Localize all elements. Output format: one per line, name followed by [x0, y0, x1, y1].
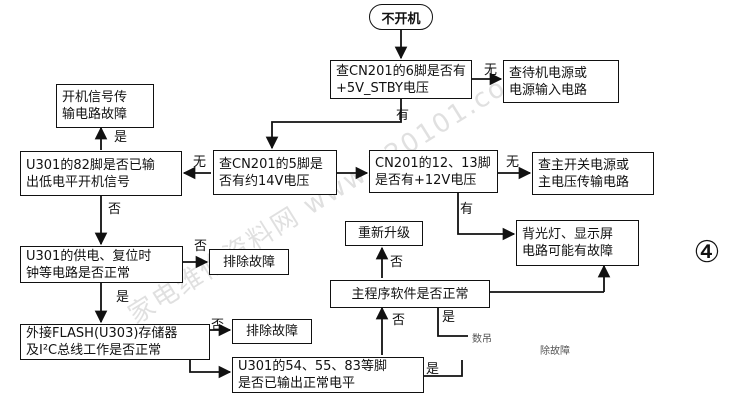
label-b15-yes: 是	[426, 362, 440, 377]
label-b4-no: 否	[108, 202, 122, 217]
box-reflash: 重新升级	[345, 221, 423, 246]
label-b13-no: 否	[211, 318, 225, 333]
arrow-b13-to-b15	[189, 360, 232, 379]
arrow-b1-to-b5	[265, 99, 402, 150]
label-b8-no: 否	[194, 239, 208, 254]
box-backlight-panel-fault: 背光灯、显示屏 电路可能有故障	[516, 220, 639, 266]
arrow-b6-to-b11	[457, 193, 516, 241]
box-troubleshoot-2: 排除故障	[232, 319, 312, 344]
label-b15-no: 否	[392, 313, 406, 328]
fragment-blurred-1: 数吊	[472, 334, 492, 345]
line-b15-yes	[424, 360, 463, 377]
label-b12-no: 否	[390, 255, 404, 270]
box-u301-pin82: U301的82脚是否已输 出低电平开机信号	[20, 151, 182, 196]
fragment-blurred-2: 除故障	[540, 346, 570, 357]
label-b6-yes: 有	[460, 202, 474, 217]
label-b1-no: 无	[484, 63, 498, 78]
box-check-main-switching-power: 查主开关电源或 主电压传输电路	[532, 152, 654, 195]
start-node: 不开机	[369, 4, 433, 30]
box-check-cn201-pin6: 查CN201的6脚是否有 +5V_STBY电压	[330, 60, 472, 99]
box-check-standby-power: 查待机电源或 电源输入电路	[503, 60, 619, 103]
box-flash-i2c-check: 外接FLASH(U303)存储器 及I²C总线工作是否正常	[20, 324, 210, 360]
box-u301-power-reset-clock: U301的供电、复位时 钟等电路是否正常	[20, 246, 183, 283]
box-power-on-signal-fault: 开机信号传 输电路故障	[56, 84, 154, 128]
box-main-firmware-check: 主程序软件是否正常	[330, 280, 490, 308]
line-b12-yes	[437, 308, 468, 337]
label-b4-yes: 是	[114, 130, 128, 145]
box-u301-pin54-55-83: U301的54、55、83等脚 是否已输出正常电平	[232, 357, 424, 393]
label-b1-yes: 有	[396, 108, 410, 123]
page-number: ④	[693, 235, 721, 270]
label-b5-no: 无	[193, 155, 207, 170]
box-check-cn201-pin5: 查CN201的5脚是 否有约14V电压	[213, 150, 337, 195]
box-troubleshoot-1: 排除故障	[209, 249, 289, 275]
label-b6-no: 无	[506, 155, 520, 170]
box-cn201-pin12-13: CN201的12、13脚 是否有+12V电压	[369, 150, 498, 193]
label-b12-yes: 是	[442, 310, 456, 325]
label-b8-yes: 是	[116, 290, 130, 305]
